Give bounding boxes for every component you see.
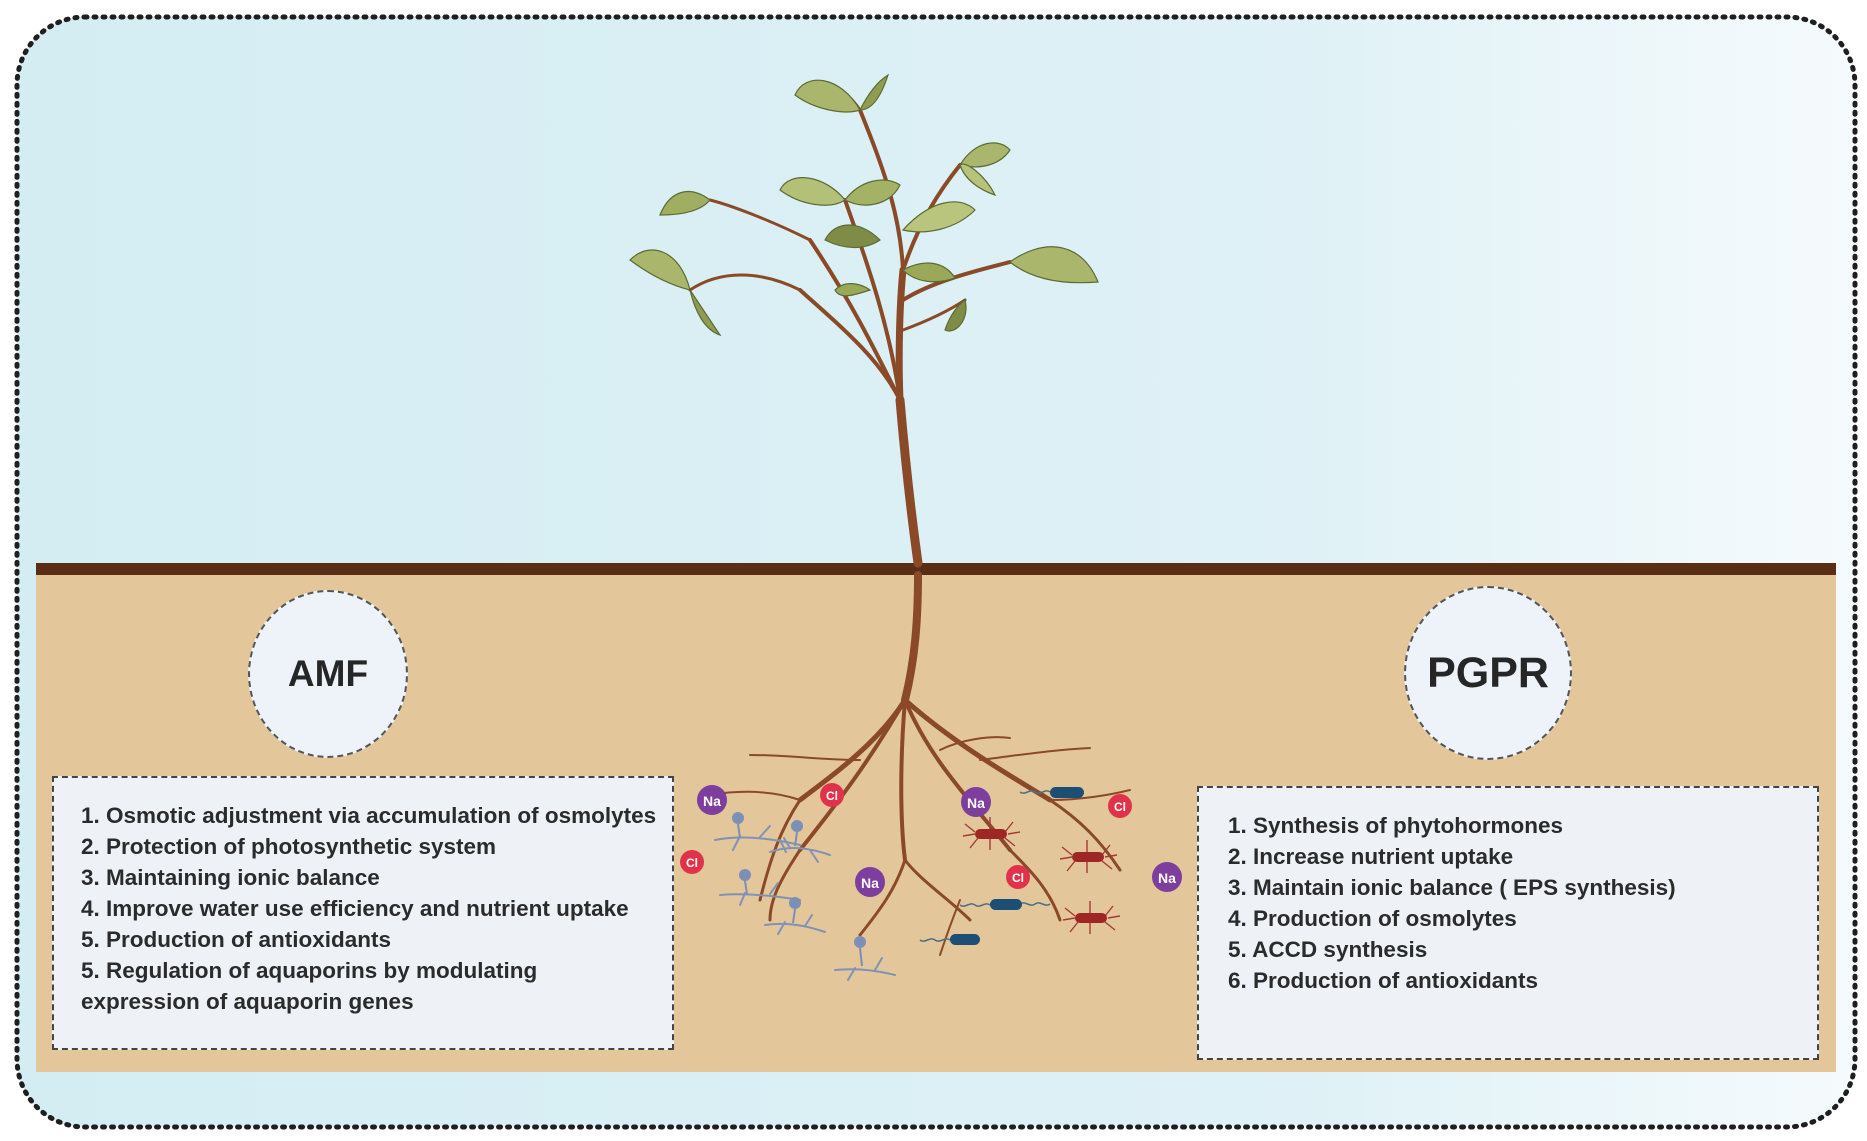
chloride-ion-label: Cl [826,789,838,803]
leaf [859,73,890,111]
amf-benefit-item: 5. Production of antioxidants [81,927,392,952]
dotted-frame [14,14,1858,1130]
bacterium [1072,852,1104,862]
pgpr-benefit-item: 5. ACCD synthesis [1228,937,1428,962]
amf-spores [732,812,866,948]
leaf [959,163,997,197]
chloride-ion: Cl [680,850,704,874]
sodium-ion-label: Na [967,795,985,811]
leaf [794,79,861,113]
sodium-ion: Na [697,785,727,815]
amf-benefits-box: 1. Osmotic adjustment via accumulation o… [52,776,674,1050]
leaf [944,298,967,332]
fungal-spore [732,812,744,824]
bacterium [990,899,1022,910]
pgpr-bacteria-blue [919,787,1084,945]
leaf [1009,246,1099,284]
ions: Na Cl Cl Na Na Cl Cl Na [680,783,1182,897]
pgpr-title: PGPR [1427,648,1549,697]
fungal-spore [789,897,801,909]
leaf [779,177,846,206]
sodium-ion: Na [1152,862,1182,892]
bacterium [975,829,1007,839]
chloride-ion: Cl [1006,865,1030,889]
leaf [689,289,722,337]
fungal-spore [854,936,866,948]
chloride-ion: Cl [820,783,844,807]
pgpr-benefit-item: 1. Synthesis of phytohormones [1228,813,1564,838]
amf-hyphae [714,825,896,981]
amf-spore-stalks [737,823,863,967]
roots [709,571,1131,956]
sodium-ion: Na [961,787,991,817]
pgpr-benefit-item: 6. Production of antioxidants [1228,968,1539,993]
fungal-spore [739,869,751,881]
amf-title-circle: AMF [248,590,408,758]
bacterium [1075,913,1107,923]
amf-benefit-item: 1. Osmotic adjustment via accumulation o… [81,803,657,828]
sodium-ion-label: Na [1158,870,1176,886]
leaf [629,249,691,291]
sodium-ion-label: Na [703,793,721,809]
bacterium [950,934,980,945]
amf-title: AMF [287,653,369,694]
pgpr-benefit-item: 2. Increase nutrient uptake [1228,844,1514,869]
chloride-ion-label: Cl [1012,871,1024,885]
pgpr-bacteria-red [962,817,1121,934]
leaves [629,73,1099,337]
chloride-ion: Cl [1108,794,1132,818]
leaf [959,142,1011,168]
leaf [834,283,872,297]
sodium-ion: Na [855,867,885,897]
pgpr-benefit-item: 4. Production of osmolytes [1228,906,1517,931]
pgpr-benefits-box: 1. Synthesis of phytohormones 2. Increas… [1197,786,1819,1060]
leaf [659,191,711,216]
fungal-spore [791,820,803,832]
chloride-ion-label: Cl [1114,800,1126,814]
amf-benefit-item: 2. Protection of photosynthetic system [81,834,497,859]
pgpr-benefit-item: 3. Maintain ionic balance ( EPS synthesi… [1228,875,1676,900]
leaf [901,201,976,233]
amf-benefit-item: 5. Regulation of aquaporins by modulatin… [81,958,538,1014]
leaf [902,262,956,283]
leaf [844,179,901,206]
bacterium [1050,787,1084,798]
chloride-ion-label: Cl [686,856,698,870]
amf-benefit-item: 3. Maintaining ionic balance [81,865,380,890]
ground-line [36,563,1836,575]
sodium-ion-label: Na [861,875,879,891]
amf-benefit-item: 4. Improve water use efficiency and nutr… [81,896,629,921]
pgpr-title-circle: PGPR [1404,586,1572,760]
leaf [824,224,881,249]
